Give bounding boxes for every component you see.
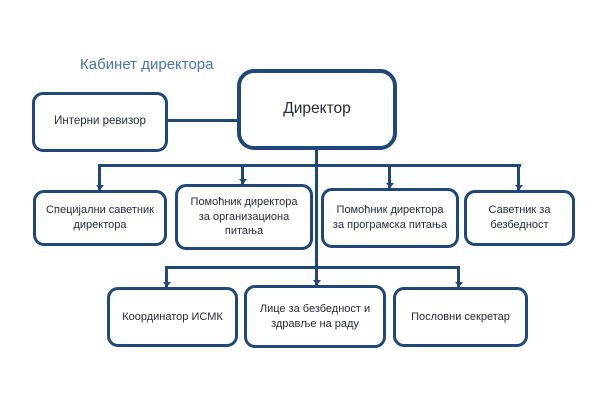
connector-bus-row2: [98, 164, 521, 167]
connector-drop-deputy-org: [241, 164, 244, 184]
connector-arrow-special-advisor: [96, 185, 104, 190]
connector-drop-security-advisor: [517, 164, 520, 190]
org-box-label: Интерни ревизор: [54, 115, 146, 128]
org-box-label: Лице за безбедност и: [259, 302, 371, 315]
org-box-safety-officer: Лице за безбедност и здравље на раду: [244, 285, 386, 348]
org-box-label: Помоћник директора: [190, 196, 298, 209]
org-box-label: Специјални саветник: [46, 204, 154, 217]
connector-arrow-security-advisor: [515, 185, 523, 190]
connector-drop-deputy-program: [388, 164, 391, 188]
org-box-director: Директор: [237, 69, 397, 150]
org-box-deputy-program: Помоћник директора за програмска питања: [321, 188, 459, 248]
org-box-label: за програмска питања: [332, 219, 448, 231]
org-box-label: Помоћник директора: [336, 204, 444, 217]
org-box-label: безбедност: [490, 219, 549, 231]
org-box-label: директора: [73, 219, 127, 231]
org-box-business-secretary: Пословни секретар: [393, 287, 528, 347]
org-box-ismk-coordinator: Координатор ИСМК: [107, 287, 238, 347]
connector-arrow-deputy-program: [386, 183, 394, 188]
org-box-security-advisor: Саветник за безбедност: [464, 190, 575, 246]
org-box-label: Директор: [283, 100, 351, 118]
org-box-label: Пословни секретар: [411, 310, 510, 323]
org-box-special-advisor: Специјални саветник директора: [33, 190, 167, 246]
org-box-internal-auditor: Интерни ревизор: [32, 92, 168, 152]
org-box-label: Координатор ИСМК: [122, 310, 223, 323]
connector-arrow-safety-officer: [313, 280, 321, 285]
chart-title: Кабинет директора: [80, 56, 214, 73]
connector-director-trunk: [315, 150, 318, 288]
org-box-label: Саветник за: [488, 204, 551, 217]
connector-auditor-director: [168, 119, 237, 122]
connector-bus-row3: [165, 266, 460, 269]
org-box-label: за организациона: [198, 210, 290, 223]
connector-arrow-ismk: [163, 282, 171, 287]
connector-drop-secretary: [457, 266, 460, 287]
org-box-label: здравље на раду: [271, 317, 359, 330]
connector-arrow-secretary: [455, 282, 463, 287]
org-box-label: питања: [224, 225, 264, 238]
connector-arrow-deputy-org: [239, 179, 247, 184]
connector-drop-ismk: [165, 266, 168, 287]
org-box-deputy-organizational: Помоћник директора за организациона пита…: [175, 184, 313, 250]
connector-drop-special-advisor: [98, 164, 101, 190]
